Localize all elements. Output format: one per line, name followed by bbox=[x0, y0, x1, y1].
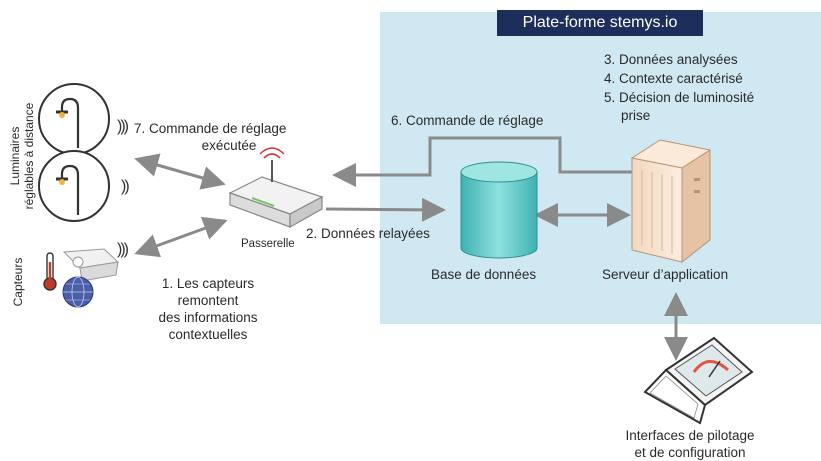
step-3-text: 3. Données analysées bbox=[604, 52, 738, 67]
step-7-text-continued: exécutée bbox=[201, 138, 257, 153]
database-label: Base de données bbox=[431, 267, 537, 282]
passerelle-label: Passerelle bbox=[241, 238, 295, 250]
luminaires-side-label: Luminaires réglables à distance bbox=[8, 102, 36, 210]
step-7-text: 7. Commande de réglage bbox=[134, 121, 287, 136]
server-label: Serveur d’application bbox=[602, 267, 729, 282]
interfaces-label-line2: et de configuration bbox=[634, 445, 746, 460]
luminaire-gateway-arrow bbox=[134, 153, 226, 190]
router-icon bbox=[228, 147, 324, 229]
step-4-text: 4. Contexte caractérisé bbox=[604, 71, 743, 86]
server-icon bbox=[630, 139, 712, 264]
step-1-text-line4: contextuelles bbox=[168, 327, 248, 342]
interfaces-label: Interfaces de pilotage bbox=[625, 428, 755, 443]
step-5-text-continued: prise bbox=[621, 108, 651, 123]
capteurs-side-label: Capteurs bbox=[11, 257, 25, 307]
wireless-signal-icon: )) bbox=[121, 178, 130, 195]
laptop-gauge-icon bbox=[643, 336, 754, 425]
step-1-text-line3: des informations bbox=[158, 310, 258, 325]
step-6-text: 6. Commande de réglage bbox=[391, 113, 544, 128]
wireless-signal-icon: ))) bbox=[117, 241, 129, 258]
step-2-text: 2. Données relayées bbox=[306, 226, 430, 241]
step-5-text: 5. Décision de luminosité bbox=[604, 90, 755, 105]
camera-icon bbox=[62, 248, 120, 282]
step-1-text-line2: remontent bbox=[177, 293, 239, 308]
database-icon bbox=[460, 161, 538, 259]
step-1-text: 1. Les capteurs bbox=[161, 276, 255, 291]
relay-arrow bbox=[325, 197, 446, 222]
streetlight-icon bbox=[38, 83, 110, 155]
globe-icon bbox=[62, 276, 94, 308]
wireless-signal-icon: ))) bbox=[117, 118, 129, 135]
streetlight-icon bbox=[38, 150, 110, 222]
sensor-gateway-arrow bbox=[134, 216, 228, 258]
command-arrow bbox=[332, 136, 632, 187]
platform-area bbox=[380, 12, 821, 324]
thermometer-icon bbox=[43, 252, 57, 291]
platform-title: Plate-forme stemys.io bbox=[497, 10, 703, 36]
